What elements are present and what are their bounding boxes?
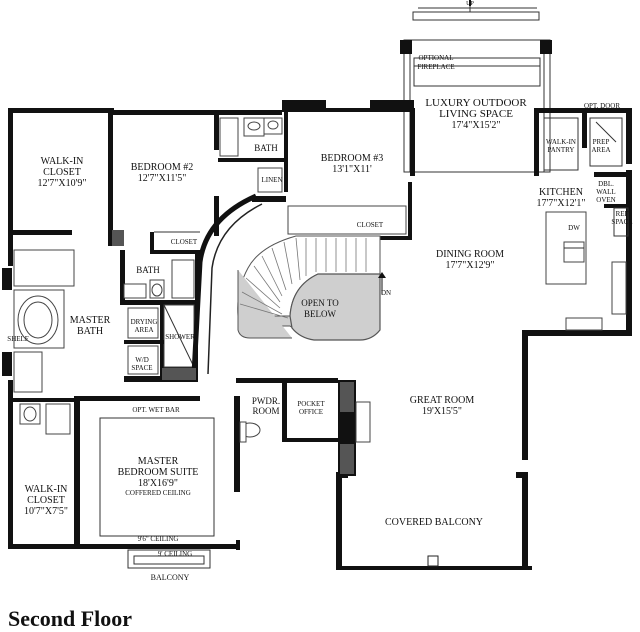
master-suite-size: 18'X16'9" (138, 478, 178, 489)
walkin-closet-2-size: 10'7"X7'5" (24, 506, 68, 517)
ceiling-96-label: 9'6" CEILING (138, 535, 179, 543)
wall-block-fireplace-top (340, 382, 354, 412)
bedroom3-size: 13'1"X11' (332, 164, 372, 175)
walkin-closet-1-name-2: CLOSET (43, 167, 81, 178)
walkin-pantry-label-2: PANTRY (548, 146, 575, 154)
opt-door-label: OPT. DOOR (584, 102, 620, 110)
pwdr-room-label-1: PWDR. (252, 396, 280, 406)
wall-block-fireplace-bottom (340, 444, 354, 474)
closet-b3-label: CLOSET (357, 221, 384, 229)
shower-label: SHOWER (165, 333, 195, 341)
dining-name: DINING ROOM (436, 249, 504, 260)
linen-label: LINEN (262, 176, 283, 184)
ceiling-9-label: 9' CEILING (158, 550, 193, 558)
shelf-label: SHELF (7, 335, 29, 343)
drying-area-label-2: AREA (134, 326, 153, 334)
wall-block-b2 (112, 230, 124, 246)
bedroom3-name: BEDROOM #3 (321, 153, 384, 164)
bedroom2-name: BEDROOM #2 (131, 162, 194, 173)
outdoor-name-1: LUXURY OUTDOOR (425, 97, 527, 109)
great-room-size: 19'X15'5" (422, 406, 462, 417)
great-room-name: GREAT ROOM (410, 395, 475, 406)
master-suite-name-1: MASTER (138, 456, 179, 467)
fireplace-label-1: OPTIONAL (419, 54, 454, 62)
wd-space-label-1: W/D (135, 356, 149, 364)
master-suite-name-2: BEDROOM SUITE (118, 467, 199, 478)
dw-label: DW (568, 224, 580, 232)
dbl-wall-oven-label-3: OVEN (596, 196, 615, 204)
labels: UP OPTIONAL FIREPLACE LUXURY OUTDOOR LIV… (7, 1, 632, 582)
walkin-closet-1-name-1: WALK-IN (41, 156, 84, 167)
wall-block-bath (162, 368, 196, 380)
dining-size: 17'7"X12'9" (446, 260, 495, 271)
master-suite-note: COFFERED CEILING (125, 489, 191, 497)
drying-area-label-1: DRYING (131, 318, 158, 326)
opt-wet-bar-label: OPT. WET BAR (132, 406, 180, 414)
outdoor-name-2: LIVING SPACE (439, 108, 513, 120)
dn-label: DN (381, 289, 391, 297)
walkin-closet-2-name-1: WALK-IN (25, 484, 68, 495)
dbl-wall-oven-label-2: WALL (596, 188, 615, 196)
fireplace-label-2: FIREPLACE (417, 63, 454, 71)
balcony-door (427, 555, 439, 567)
bath-lower-label: BATH (136, 265, 160, 275)
fixtures (13, 117, 629, 569)
stair (191, 193, 386, 375)
outdoor-living-area (403, 6, 551, 173)
closet-b2-label: CLOSET (171, 238, 198, 246)
pwdr-room-label-2: ROOM (252, 406, 279, 416)
prep-area-label-2: AREA (591, 146, 610, 154)
master-bath-name-2: BATH (77, 326, 103, 337)
ref-space-label-2: SPACE (611, 218, 632, 226)
up-label: UP (466, 1, 474, 7)
pocket-office-label-2: OFFICE (299, 408, 323, 416)
covered-balcony-label: COVERED BALCONY (385, 517, 483, 528)
ref-space-label-1: REF (616, 210, 629, 218)
open-to-below-label-1: OPEN TO (301, 298, 339, 308)
post-ne (540, 40, 552, 54)
wd-space-label-2: SPACE (131, 364, 152, 372)
walkin-closet-1-size: 12'7"X10'9" (38, 178, 87, 189)
kitchen-size: 17'7"X12'1" (537, 198, 586, 209)
bedroom2-size: 12'7"X11'5" (138, 173, 187, 184)
master-bath-name-1: MASTER (70, 315, 111, 326)
post-nw (400, 40, 412, 54)
dbl-wall-oven-label-1: DBL. (598, 180, 614, 188)
balcony-label: BALCONY (151, 573, 190, 582)
walkin-pantry-label-1: WALK-IN (546, 138, 576, 146)
up-arrow-marker (469, 0, 471, 6)
outdoor-size: 17'4"X15'2" (452, 120, 501, 131)
pocket-office-label-1: POCKET (297, 400, 325, 408)
kitchen-name: KITCHEN (539, 187, 583, 198)
floor-title: Second Floor (8, 606, 133, 631)
open-to-below-label-2: BELOW (304, 309, 336, 319)
bath-upper-label: BATH (254, 143, 278, 153)
walkin-closet-2-name-2: CLOSET (27, 495, 65, 506)
prep-area-label-1: PREP (593, 138, 610, 146)
